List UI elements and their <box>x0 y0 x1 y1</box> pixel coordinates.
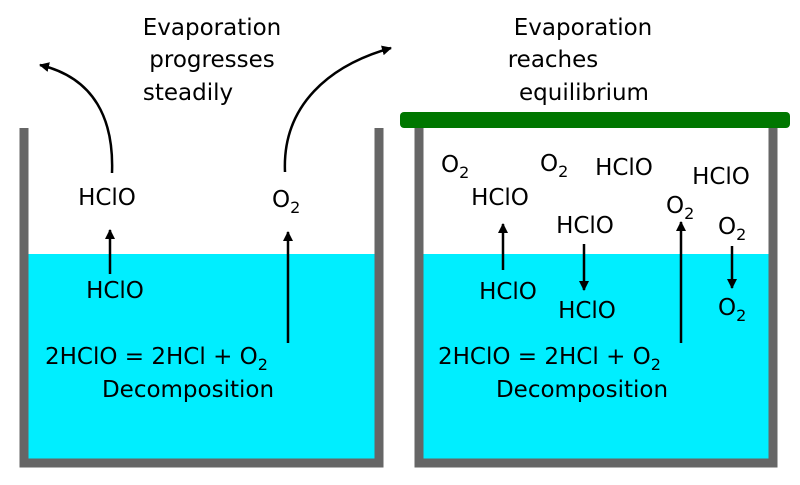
left-container <box>19 128 384 468</box>
left-caption-line2: progresses <box>149 47 274 73</box>
right-gas-o2-d: O2 <box>718 214 746 244</box>
right-lid <box>400 112 790 128</box>
left-hclo-escape-arrow <box>39 62 114 174</box>
left-hclo-water-label: HClO <box>86 278 144 304</box>
right-process-label: Decomposition <box>496 377 668 403</box>
left-panel: Evaporation progresses steadily HClO HCl… <box>19 15 392 468</box>
left-caption-line1: Evaporation <box>143 15 282 41</box>
right-caption-line3: equilibrium <box>519 80 649 106</box>
right-gas-hclo-b: HClO <box>692 164 750 190</box>
left-o2-above-label: O2 <box>272 187 300 217</box>
right-gas-hclo-a: HClO <box>595 155 653 181</box>
right-gas-hclo-c: HClO <box>471 185 529 211</box>
left-water <box>26 254 378 461</box>
right-hclo-water-b: HClO <box>558 298 616 324</box>
right-gas-o2-c: O2 <box>666 193 694 223</box>
right-water <box>421 254 772 461</box>
left-process-label: Decomposition <box>102 377 274 403</box>
right-container <box>414 128 778 468</box>
right-gas-o2-a: O2 <box>441 152 469 182</box>
right-gas-o2-b: O2 <box>540 151 568 181</box>
left-o2-escape-arrow <box>283 45 392 173</box>
left-equation: 2HClO = 2HCl + O2 <box>45 344 268 374</box>
right-hclo-water-a: HClO <box>479 279 537 305</box>
right-caption-line2: reaches <box>508 47 599 73</box>
right-o2-water: O2 <box>718 295 746 325</box>
left-caption-line3: steadily <box>143 80 233 106</box>
right-caption-line1: Evaporation <box>514 15 653 41</box>
right-equation: 2HClO = 2HCl + O2 <box>438 344 661 374</box>
right-hclo-surface: HClO <box>556 213 614 239</box>
right-panel: Evaporation reaches equilibrium O2 O2 HC… <box>400 15 790 468</box>
left-hclo-above-label: HClO <box>78 185 136 211</box>
